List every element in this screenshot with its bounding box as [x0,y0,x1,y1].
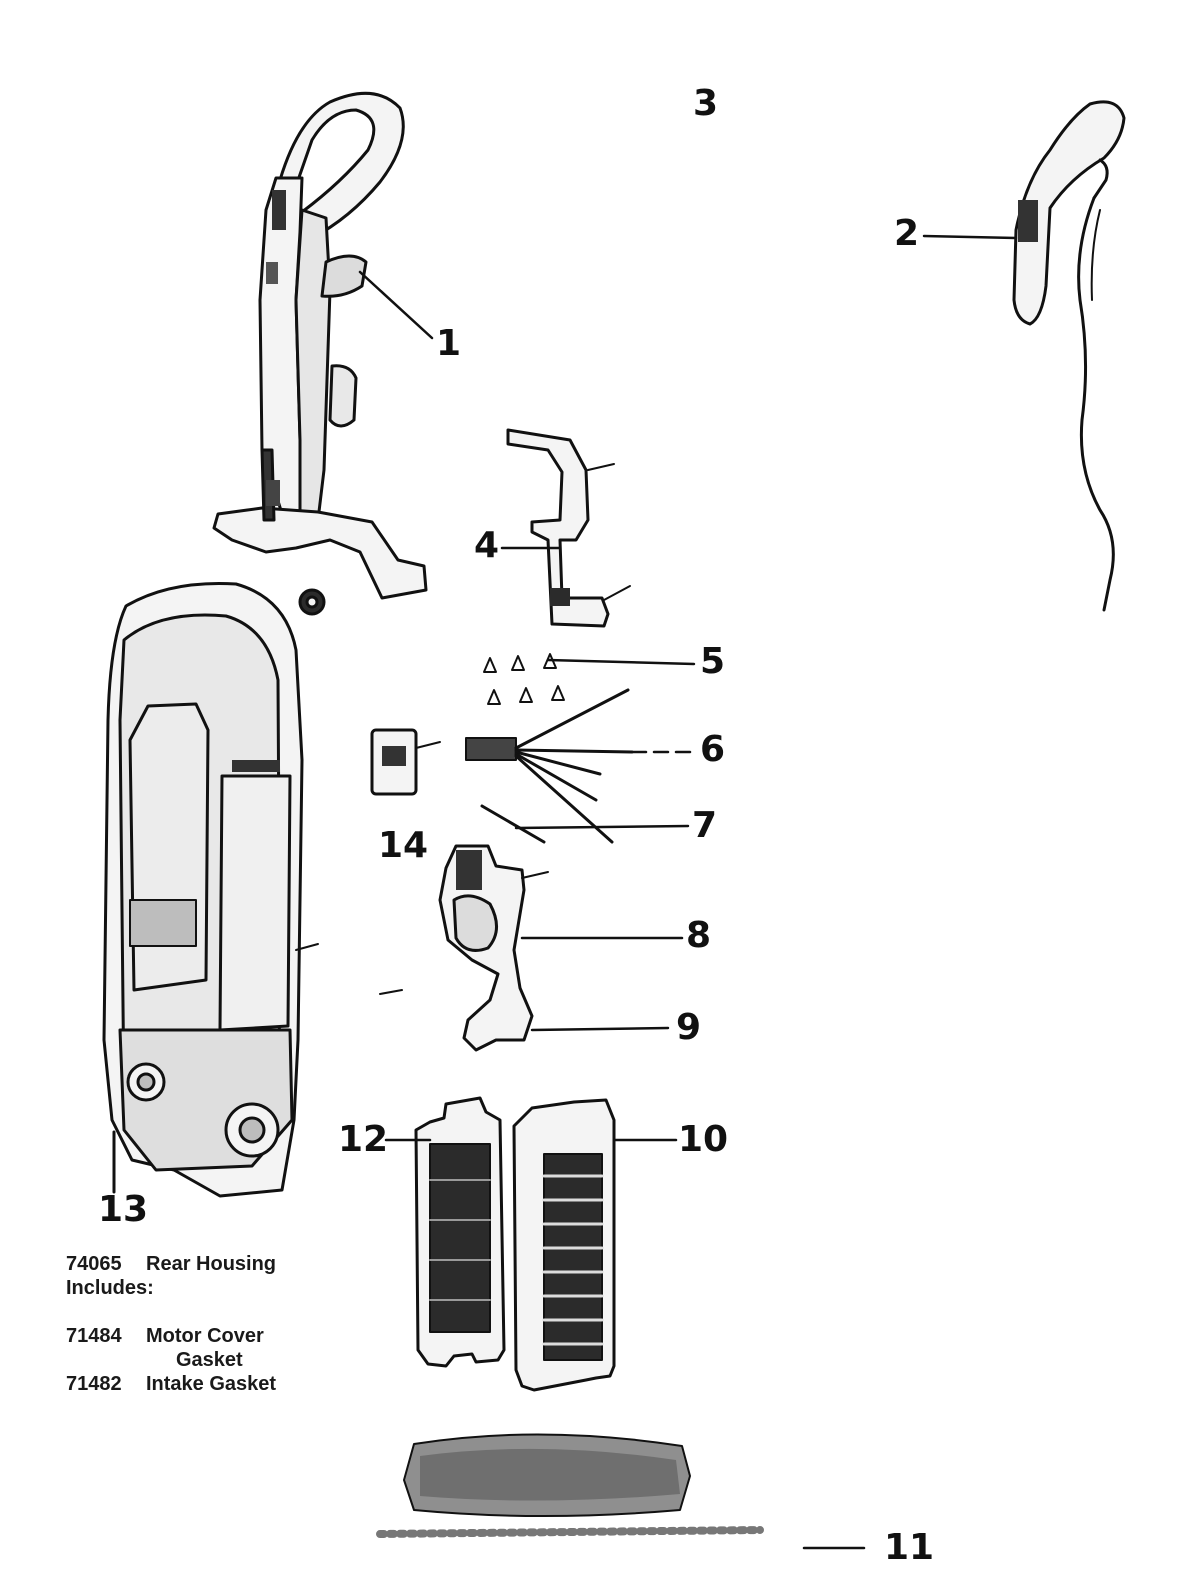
callout-9: 9 [676,1007,702,1048]
part-13-rear-housing [102,582,403,1198]
callout-13: 13 [98,1189,149,1230]
rear-housing-parts-note: 74065 Rear Housing Includes: 71484 Motor… [66,1252,276,1396]
included-part-name-cont: Gasket [176,1349,243,1371]
note-spacer [66,1300,276,1324]
part-10-filter-cover [512,1098,616,1392]
note-included-part-1: 71484 Motor Cover [66,1324,276,1348]
callout-12: 12 [338,1119,389,1160]
part-12-filter [414,1096,506,1368]
callout-14: 14 [378,825,429,866]
part-2-upper-handle-cord [1012,100,1126,612]
callout-5: 5 [700,641,726,682]
callout-10: 10 [678,1119,729,1160]
part-5-clips [483,653,565,705]
included-part-number: 71482 [66,1373,122,1395]
part-7-pin [480,804,546,844]
note-main-part: 74065 Rear Housing [66,1252,276,1276]
included-part-name: Intake Gasket [146,1373,277,1395]
part-4-bracket [506,428,631,628]
part-11-foam-filter [376,1433,764,1538]
included-part-number: 71484 [66,1325,122,1347]
callout-7: 7 [692,805,718,846]
callout-8: 8 [686,915,712,956]
part-6-wire-harness [465,688,634,844]
callout-4: 4 [474,525,500,566]
callout-11: 11 [884,1527,935,1568]
part-1-handle-assembly [212,91,428,616]
note-includes-label: Includes: [66,1277,154,1299]
note-part-name: Rear Housing [146,1253,277,1275]
callout-6: 6 [700,729,726,770]
callout-1: 1 [436,323,462,364]
callout-3: 3 [693,83,719,124]
included-part-name: Motor Cover [146,1325,264,1347]
callout-2: 2 [894,213,920,254]
note-included-part-2: 71482 Intake Gasket [66,1372,276,1396]
part-14-switch [370,728,441,796]
note-part-number: 74065 [66,1253,122,1275]
part-8-9-release-pedal [438,844,549,1052]
leader-lines [358,234,1018,1550]
